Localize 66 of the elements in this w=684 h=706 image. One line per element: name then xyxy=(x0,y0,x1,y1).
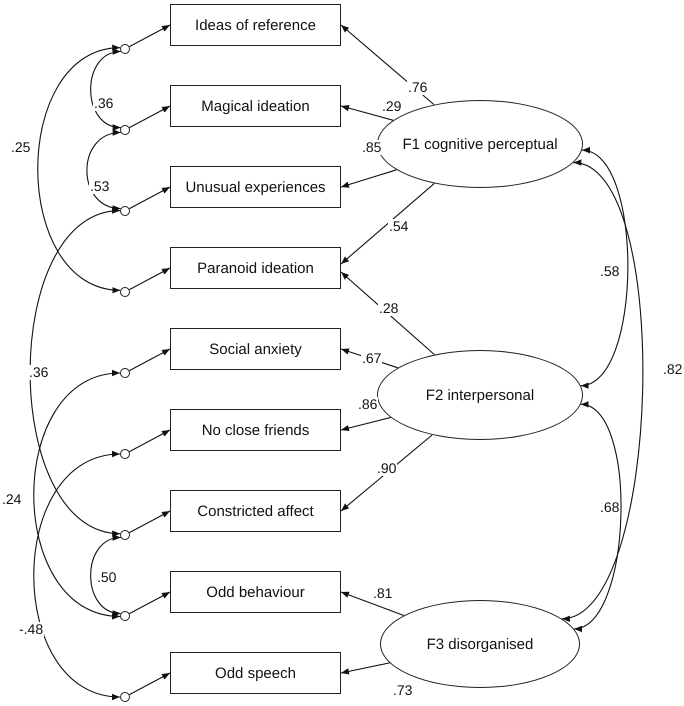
arrow xyxy=(340,24,434,106)
edge-label: .28 xyxy=(378,301,400,316)
arrow xyxy=(340,272,435,356)
edge-label: .67 xyxy=(361,351,382,366)
edge-label: .81 xyxy=(372,586,394,601)
observed-variable-box: No close friends xyxy=(170,409,341,451)
arrow xyxy=(129,430,170,452)
arrow xyxy=(129,510,170,534)
covariance-arrow xyxy=(30,209,120,536)
covariance-arrow xyxy=(562,162,644,620)
edge-label: .50 xyxy=(96,570,118,585)
arrow xyxy=(340,183,435,264)
observed-variable-box: Magical ideation xyxy=(170,85,341,127)
observed-variable-box: Odd speech xyxy=(170,652,341,694)
observed-variable-box: Paranoid ideation xyxy=(170,247,341,289)
edge-label: .53 xyxy=(89,179,110,194)
covariance-arrow xyxy=(37,46,120,292)
covariance-arrow xyxy=(90,536,121,616)
edge-label: .76 xyxy=(407,80,428,95)
error-circle xyxy=(120,530,130,540)
error-circle xyxy=(120,44,130,54)
arrow xyxy=(340,416,391,432)
arrow xyxy=(340,434,433,512)
arrow xyxy=(129,186,170,210)
arrow xyxy=(129,268,170,290)
covariance-arrow xyxy=(33,452,120,699)
edge-label: .58 xyxy=(599,264,620,279)
error-circle xyxy=(120,287,130,297)
error-circle xyxy=(120,611,130,621)
arrow xyxy=(129,672,170,696)
covariance-arrow xyxy=(90,50,121,130)
edge-label: .68 xyxy=(599,500,620,515)
edge-label: .73 xyxy=(392,683,414,698)
observed-variable-box: Odd behaviour xyxy=(170,571,341,613)
covariance-arrow xyxy=(574,404,622,630)
edge-label: -.48 xyxy=(18,622,44,637)
covariance-arrow xyxy=(86,130,121,211)
arrow xyxy=(340,105,394,121)
observed-variable-box: Unusual experiences xyxy=(170,166,341,208)
edge-label: .82 xyxy=(662,362,684,377)
edge-label: .85 xyxy=(361,140,382,155)
edge-label: .25 xyxy=(10,140,32,155)
edge-label: .24 xyxy=(1,492,22,507)
arrow xyxy=(129,24,170,48)
observed-variable-box: Social anxiety xyxy=(170,328,341,370)
error-circle xyxy=(120,692,130,702)
error-circle xyxy=(120,449,130,459)
error-circle xyxy=(120,206,130,216)
arrow xyxy=(129,106,170,128)
covariance-arrow xyxy=(580,150,628,386)
observed-variable-box: Ideas of reference xyxy=(170,4,341,46)
edge-label: .54 xyxy=(388,219,410,234)
error-circle xyxy=(120,368,130,378)
arrow xyxy=(340,591,404,616)
observed-variable-box: Constricted affect xyxy=(170,490,341,532)
edge-label: .86 xyxy=(357,397,378,412)
edge-label: .90 xyxy=(376,461,398,476)
edge-label: .29 xyxy=(381,99,402,114)
covariance-arrow xyxy=(33,371,120,618)
arrow xyxy=(340,662,390,674)
arrow xyxy=(129,592,170,614)
arrow xyxy=(129,348,170,372)
edge-label: .36 xyxy=(28,365,50,380)
error-circle xyxy=(120,125,130,135)
edge-label: .36 xyxy=(93,96,114,111)
arrow xyxy=(340,169,397,188)
